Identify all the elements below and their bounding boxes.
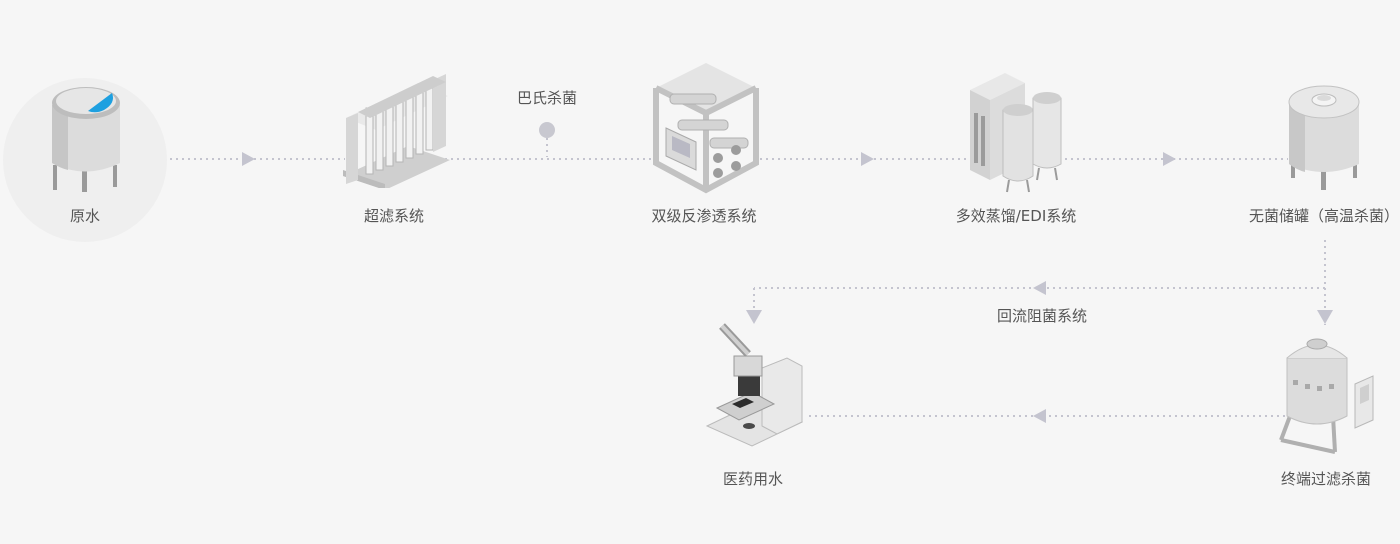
- pasteurization-label: 巴氏杀菌: [516, 89, 578, 107]
- ultrafiltration-label: 超滤系统: [363, 207, 425, 225]
- double-ro-label: 双级反渗透系统: [651, 207, 757, 225]
- arrow-left-filter: [1033, 409, 1046, 423]
- arrow-right-1: [242, 152, 255, 166]
- pharma-water-label: 医药用水: [722, 470, 784, 488]
- double-ro-frame-icon: [653, 63, 759, 194]
- terminal-filter-vessel-icon: [1279, 338, 1374, 454]
- distillation-edi-label: 多效蒸馏/EDI系统: [955, 207, 1077, 225]
- ultrafiltration-rack-icon: [343, 74, 450, 188]
- arrow-right-3: [1163, 152, 1176, 166]
- sterile-tank-label: 无菌储罐（高温杀菌）: [1248, 207, 1400, 225]
- terminal-filter-label: 终端过滤杀菌: [1280, 470, 1372, 488]
- raw-water-label: 原水: [69, 207, 101, 225]
- distillation-edi-icon: [970, 73, 1062, 193]
- return-loop-label: 回流阻菌系统: [996, 307, 1088, 325]
- raw-water-tank-icon: [3, 78, 167, 242]
- arrow-left-return: [1033, 281, 1046, 295]
- arrow-down-pharma: [746, 310, 762, 324]
- pasteurization-dot: [539, 122, 555, 138]
- arrow-down-tank: [1317, 310, 1333, 324]
- pharma-water-microscope-icon: [705, 323, 804, 447]
- sterile-tank-icon: [1288, 85, 1360, 190]
- arrow-right-2: [861, 152, 874, 166]
